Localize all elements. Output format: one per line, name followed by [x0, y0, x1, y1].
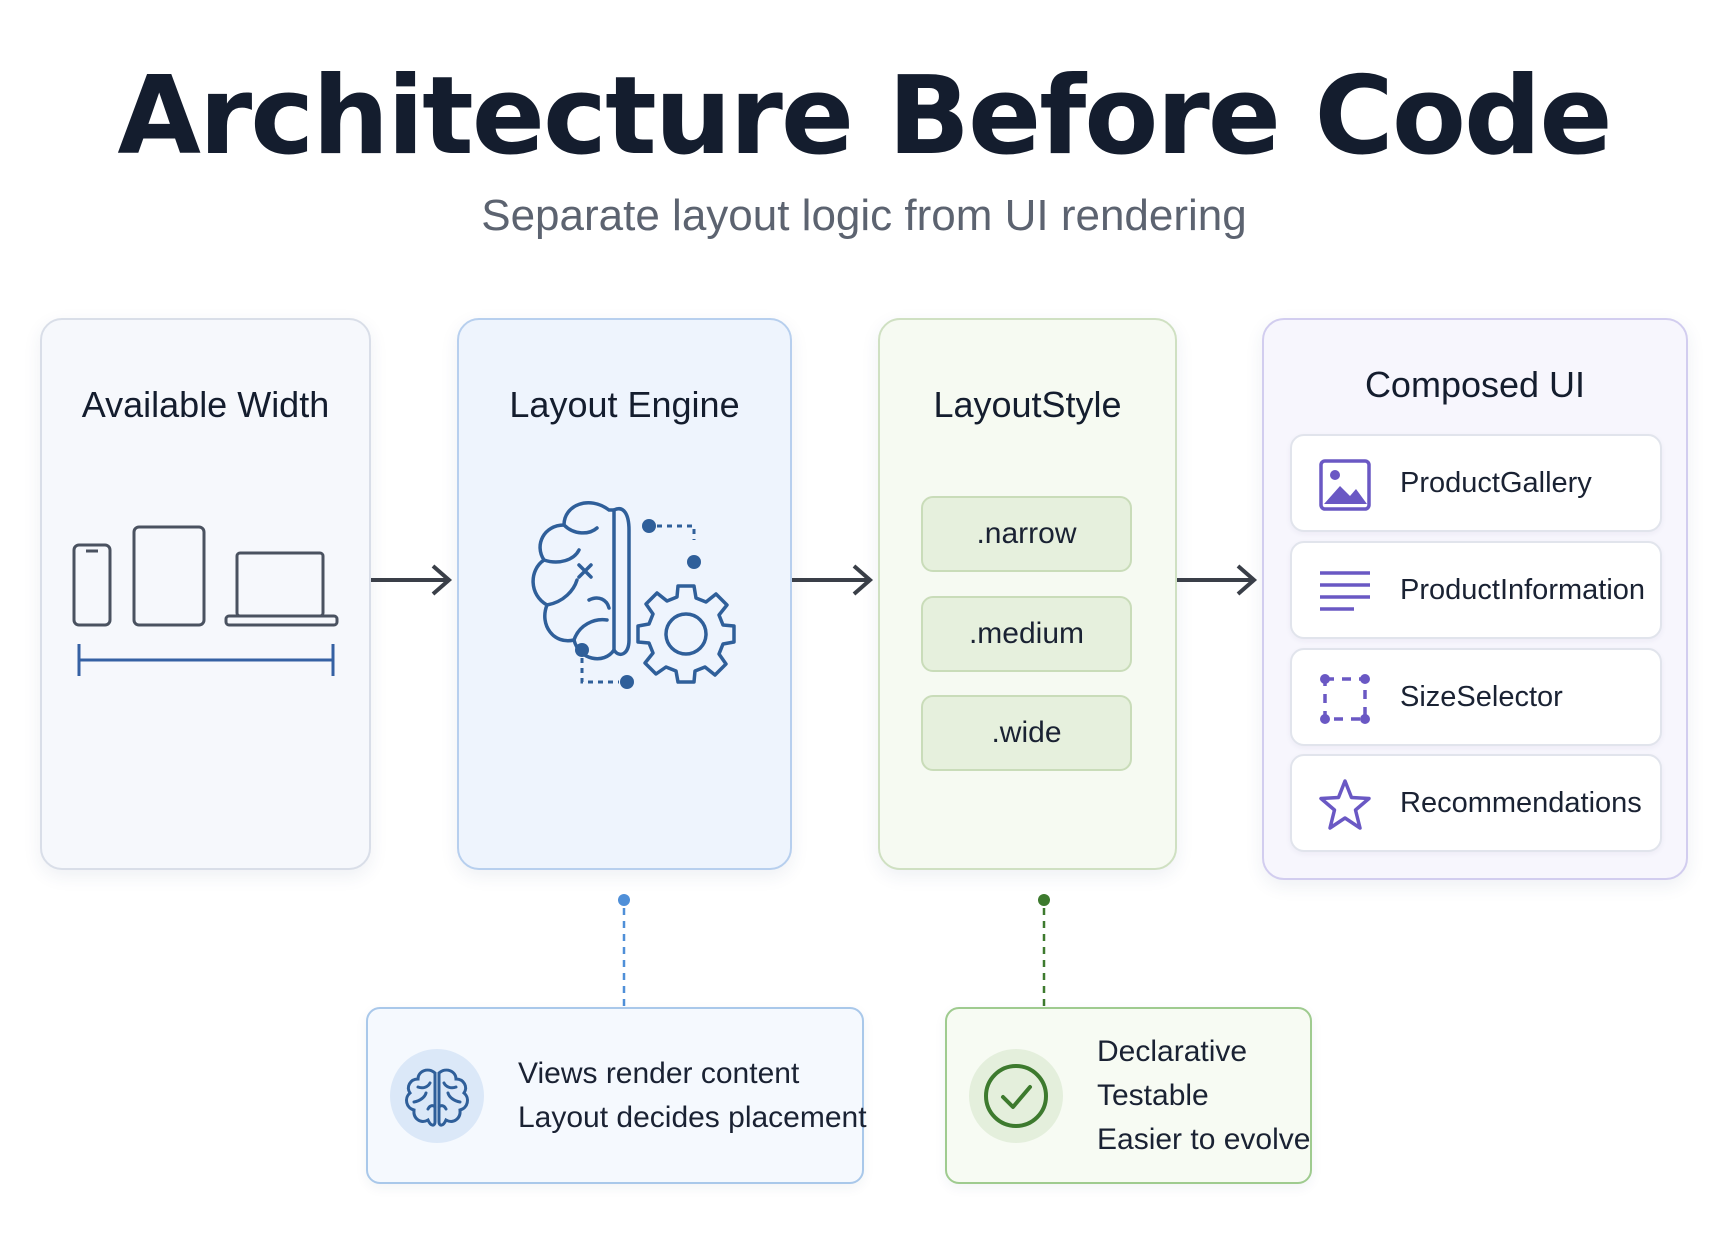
width-ruler-icon: [77, 644, 335, 676]
brain-icon: [531, 501, 631, 661]
tablet-icon: [132, 525, 206, 627]
star-icon: [1319, 779, 1371, 830]
style-note-line-3: Easier to evolve: [1097, 1123, 1311, 1156]
component-label: ProductInformation: [1400, 574, 1646, 606]
component-product-gallery: ProductGallery: [1290, 434, 1662, 532]
engine-note-connector: [618, 894, 630, 1006]
component-recommendations: Recommendations: [1290, 754, 1662, 852]
style-note-connector: [1038, 894, 1050, 1006]
available-width-panel: Available Width: [40, 318, 371, 870]
component-product-information: ProductInformation: [1290, 541, 1662, 639]
layout-engine-title: Layout Engine: [509, 384, 740, 425]
style-note: Declarative Testable Easier to evolve: [945, 1007, 1312, 1184]
component-label: Recommendations: [1400, 787, 1642, 819]
layout-style-title: LayoutStyle: [933, 384, 1122, 425]
composed-ui-panel: Composed UI ProductGallery ProductInform…: [1262, 318, 1688, 880]
engine-note-line-1: Views render content: [518, 1057, 800, 1090]
image-icon: [1319, 459, 1371, 511]
available-width-title: Available Width: [81, 384, 330, 425]
text-lines-icon: [1320, 571, 1370, 611]
layout-engine-panel: Layout Engine: [457, 318, 792, 870]
phone-icon: [72, 543, 112, 627]
brain-icon: [390, 1049, 484, 1143]
layout-style-medium: .medium: [921, 596, 1132, 672]
check-circle-icon: [969, 1049, 1063, 1143]
component-label: SizeSelector: [1400, 681, 1563, 713]
engine-illustration: [531, 501, 736, 689]
component-size-selector: SizeSelector: [1290, 648, 1662, 746]
connector-dots: [575, 519, 701, 689]
layout-style-panel: LayoutStyle .narrow .medium .wide: [878, 318, 1177, 870]
diagram-subtitle: Separate layout logic from UI rendering: [481, 191, 1247, 240]
component-label: ProductGallery: [1400, 467, 1592, 499]
gear-icon: [636, 584, 736, 684]
device-illustration: [72, 525, 339, 676]
engine-note-line-2: Layout decides placement: [518, 1101, 867, 1134]
flow-arrow-3: [1177, 564, 1258, 596]
flow-arrow-1: [371, 564, 453, 596]
layout-style-wide: .wide: [921, 695, 1132, 771]
style-note-line-2: Testable: [1097, 1079, 1209, 1112]
composed-ui-title: Composed UI: [1364, 364, 1586, 405]
flow-arrow-2: [792, 564, 874, 596]
engine-note: Views render content Layout decides plac…: [366, 1007, 867, 1184]
laptop-icon: [224, 551, 339, 627]
style-note-line-1: Declarative: [1097, 1035, 1248, 1068]
diagram-title: Architecture Before Code: [117, 54, 1612, 179]
layout-style-narrow: .narrow: [921, 496, 1132, 572]
selection-box-icon: [1320, 674, 1370, 724]
